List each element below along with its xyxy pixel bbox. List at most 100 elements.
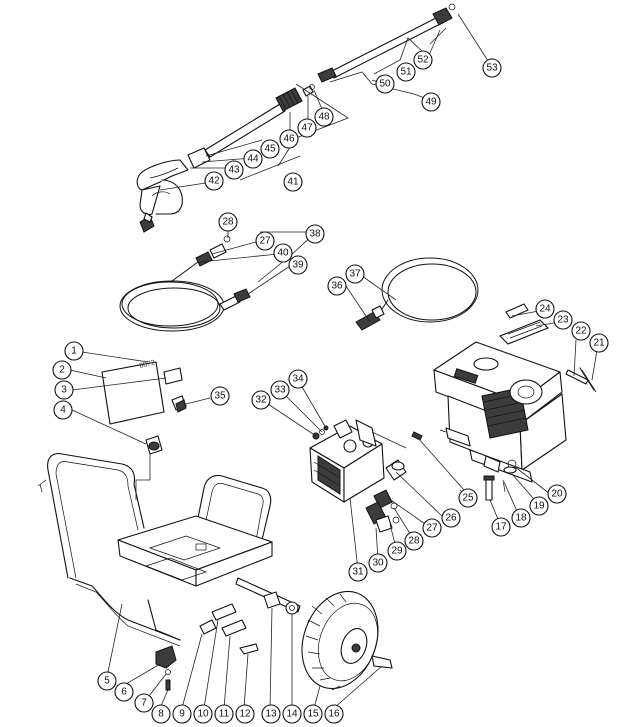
- svg-text:49: 49: [425, 97, 437, 108]
- svg-text:12: 12: [239, 709, 251, 720]
- svg-text:31: 31: [352, 567, 364, 578]
- svg-text:32: 32: [255, 395, 267, 406]
- callout-40: 40: [273, 243, 293, 263]
- callout-2: 2: [52, 360, 72, 380]
- svg-text:9: 9: [179, 709, 185, 720]
- svg-text:47: 47: [301, 123, 313, 134]
- callout-46: 46: [279, 129, 299, 149]
- svg-text:44: 44: [247, 154, 259, 165]
- high-pressure-hose: [119, 235, 251, 332]
- callout-45: 45: [260, 139, 280, 159]
- decal-text: 8872: [139, 359, 156, 370]
- pump: [309, 419, 423, 533]
- svg-text:28: 28: [222, 217, 234, 228]
- svg-text:43: 43: [228, 165, 240, 176]
- svg-text:8: 8: [158, 709, 164, 720]
- siphon-hose: [355, 257, 479, 331]
- callout-23: 23: [553, 310, 573, 330]
- svg-text:18: 18: [515, 513, 527, 524]
- callout-31: 31: [348, 562, 368, 582]
- svg-text:7: 7: [141, 698, 147, 709]
- svg-text:41: 41: [287, 177, 299, 188]
- callout-26: 26: [441, 508, 461, 528]
- callout-34: 34: [288, 369, 308, 389]
- callout-48: 48: [314, 107, 334, 127]
- callout-32: 32: [251, 390, 271, 410]
- svg-text:1: 1: [71, 346, 77, 357]
- svg-text:20: 20: [551, 489, 563, 500]
- svg-text:22: 22: [575, 326, 587, 337]
- callout-8: 8: [151, 704, 171, 724]
- callout-28-pump: 28: [404, 531, 424, 551]
- callout-43: 43: [224, 160, 244, 180]
- svg-text:23: 23: [557, 315, 569, 326]
- svg-text:2: 2: [59, 365, 65, 376]
- svg-text:30: 30: [372, 558, 384, 569]
- frame-cart: 8872: [37, 359, 393, 691]
- callout-49: 49: [421, 92, 441, 112]
- callout-9: 9: [172, 704, 192, 724]
- svg-text:17: 17: [495, 522, 507, 533]
- svg-text:27: 27: [259, 236, 271, 247]
- svg-text:3: 3: [61, 385, 67, 396]
- svg-text:16: 16: [328, 709, 340, 720]
- callout-35: 35: [210, 386, 230, 406]
- callout-4: 4: [53, 400, 73, 420]
- callout-38: 38: [305, 224, 325, 244]
- svg-text:42: 42: [208, 176, 220, 187]
- callout-50: 50: [375, 74, 395, 94]
- svg-text:5: 5: [104, 676, 110, 687]
- callout-10: 10: [193, 704, 213, 724]
- callout-37: 37: [345, 264, 365, 284]
- svg-text:4: 4: [60, 405, 66, 416]
- callout-53: 53: [482, 58, 502, 78]
- callout-33: 33: [270, 380, 290, 400]
- svg-text:6: 6: [121, 687, 127, 698]
- svg-text:28: 28: [408, 536, 420, 547]
- callout-15: 15: [303, 704, 323, 724]
- callout-6: 6: [114, 682, 134, 702]
- callout-5: 5: [97, 671, 117, 691]
- callout-44: 44: [243, 149, 263, 169]
- svg-text:50: 50: [379, 79, 391, 90]
- callout-39: 39: [288, 255, 308, 275]
- callout-14: 14: [282, 704, 302, 724]
- callout-7: 7: [134, 693, 154, 713]
- callout-47: 47: [297, 118, 317, 138]
- svg-text:19: 19: [533, 501, 545, 512]
- svg-text:13: 13: [265, 709, 277, 720]
- callouts: 1 2 3 4 5 6 7 8 9 10 11 12 13 14 15 16 1…: [52, 50, 609, 724]
- callout-52: 52: [413, 50, 433, 70]
- callout-25: 25: [458, 488, 478, 508]
- svg-text:24: 24: [539, 304, 551, 315]
- callout-28-hose: 28: [218, 212, 238, 232]
- svg-text:39: 39: [292, 260, 304, 271]
- callout-12: 12: [235, 704, 255, 724]
- svg-text:21: 21: [593, 338, 605, 349]
- callout-24: 24: [535, 299, 555, 319]
- svg-text:37: 37: [349, 269, 361, 280]
- callout-19: 19: [529, 496, 549, 516]
- callout-36: 36: [327, 276, 347, 296]
- svg-text:15: 15: [307, 709, 319, 720]
- svg-text:51: 51: [400, 67, 412, 78]
- svg-text:33: 33: [274, 385, 286, 396]
- svg-text:14: 14: [286, 709, 298, 720]
- callout-21: 21: [589, 333, 609, 353]
- callout-51: 51: [396, 62, 416, 82]
- svg-text:25: 25: [462, 493, 474, 504]
- svg-text:52: 52: [417, 55, 429, 66]
- callout-3: 3: [54, 380, 74, 400]
- callout-1: 1: [64, 341, 84, 361]
- svg-text:10: 10: [197, 709, 209, 720]
- callout-16: 16: [324, 704, 344, 724]
- svg-text:38: 38: [309, 229, 321, 240]
- svg-text:29: 29: [391, 546, 403, 557]
- callout-13: 13: [261, 704, 281, 724]
- callout-17: 17: [491, 517, 511, 537]
- callout-18: 18: [511, 508, 531, 528]
- callout-27-hose: 27: [255, 231, 275, 251]
- svg-text:36: 36: [331, 281, 343, 292]
- callout-29: 29: [387, 541, 407, 561]
